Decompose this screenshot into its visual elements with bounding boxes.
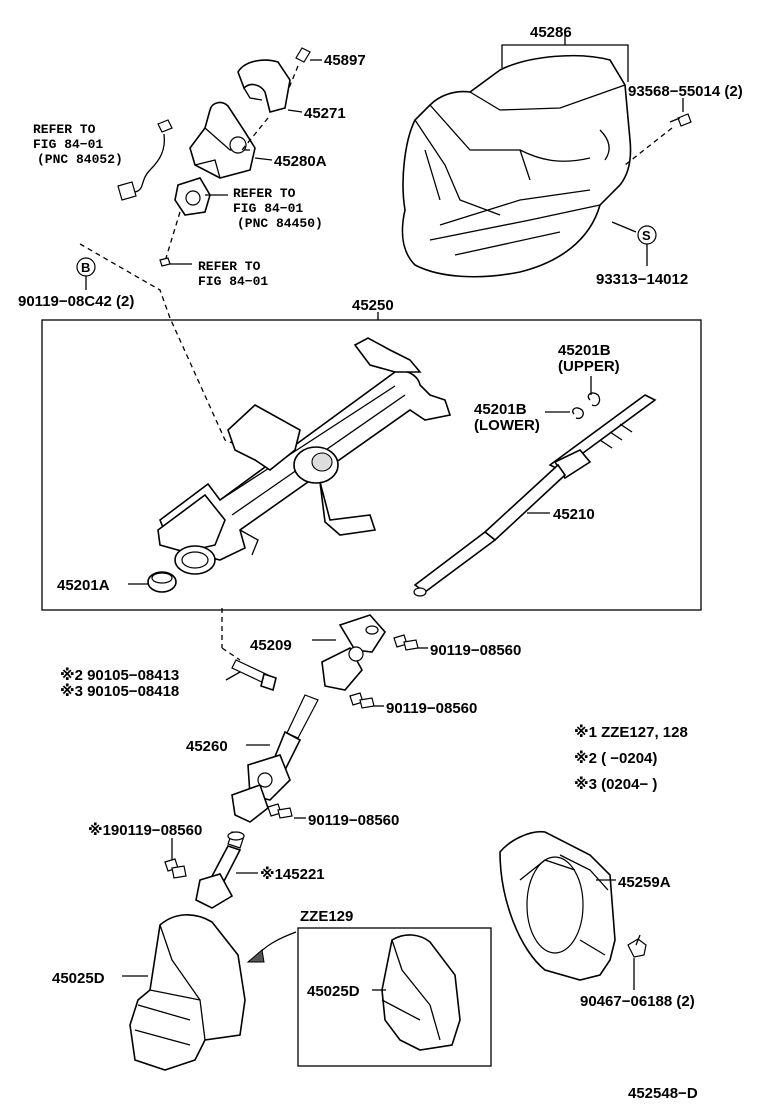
refer3-line1: REFER TO [198,259,261,274]
label-190119: ※190119−08560 [88,821,202,839]
universal-joint-45209 [321,614,387,691]
refer2-line1: REFER TO [233,186,296,201]
label-45286: 45286 [530,24,572,41]
label-45897: 45897 [324,52,366,69]
label-45201a: 45201A [57,577,110,594]
bushing-45201a [147,571,177,593]
label-90119-b: 90119−08560 [386,700,477,717]
label-90105-line1: ※2 90105−08413 [60,666,179,684]
label-145221: ※145221 [260,865,325,883]
screw-93568 [669,113,692,127]
clip-90467 [627,934,647,958]
refer3-line2: FIG 84−01 [198,274,268,289]
intermediate-shaft-45260 [231,694,319,823]
label-45271: 45271 [304,105,346,122]
wire-harness-84052 [117,119,173,201]
screw-refer3 [159,257,171,267]
assembly-box-45250 [41,319,702,611]
label-45025d-variant: 45025D [307,983,360,1000]
bolt-90119-c [267,803,293,819]
steering-column-45250 [157,337,452,575]
label-45201b-upper-2: (UPPER) [558,358,620,375]
s-circle-label: S [642,228,651,243]
shaft-145221 [195,831,245,909]
label-90119-a: 90119−08560 [430,642,521,659]
b-circle-label: B [81,260,90,275]
label-45280a: 45280A [274,153,327,170]
column-cover-45286 [401,54,632,278]
variant-box-zze129 [297,927,492,1067]
screw-45897 [295,47,311,63]
label-45250: 45250 [352,297,394,314]
label-45025d-left: 45025D [52,970,105,987]
label-45210: 45210 [553,506,595,523]
refer1-line2: FIG 84−01 [33,137,103,152]
clip-45201b-lower [572,407,584,420]
note-1: ※1 ZZE127, 128 [574,723,688,741]
label-90467: 90467−06188 (2) [580,993,695,1010]
label-90119-c: 90119−08560 [308,812,399,829]
refer1-line3: (PNC 84052) [37,152,123,167]
cover-45259a [499,830,616,981]
boot-45025d-variant [381,934,461,1051]
switch-84450 [174,177,211,216]
main-shaft-45210 [413,394,657,597]
label-93568: 93568−55014 (2) [628,83,743,100]
label-45259a: 45259A [618,874,671,891]
label-45201b-upper-1: 45201B [558,342,611,359]
clip-45201b-upper [587,392,601,407]
label-90105-line2: ※3 90105−08418 [60,682,179,700]
switch-body-45280a [189,101,256,179]
clamp-45271 [237,59,291,113]
label-45201b-lower-2: (LOWER) [474,417,540,434]
label-45260: 45260 [186,738,228,755]
refer1-line1: REFER TO [33,122,96,137]
bolt-90119-a [393,634,419,651]
figure-id: 452548−D [628,1085,698,1102]
boot-45025d-left [129,914,246,1071]
arrow-head-icon [246,949,265,963]
note-2: ※2 ( −0204) [574,749,657,767]
label-45209: 45209 [250,637,292,654]
label-45201b-lower-1: 45201B [474,401,527,418]
refer2-line2: FIG 84−01 [233,201,303,216]
label-93313: 93313−14012 [596,271,688,288]
bolt-190119 [164,858,187,879]
refer2-line3: (PNC 84450) [237,216,323,231]
bolt-90119-b [349,692,375,709]
bolt-90105 [231,659,277,692]
note-3: ※3 (0204− ) [574,775,657,793]
label-90119-08c42: 90119−08C42 (2) [18,293,134,310]
label-zze129: ZZE129 [300,908,353,925]
